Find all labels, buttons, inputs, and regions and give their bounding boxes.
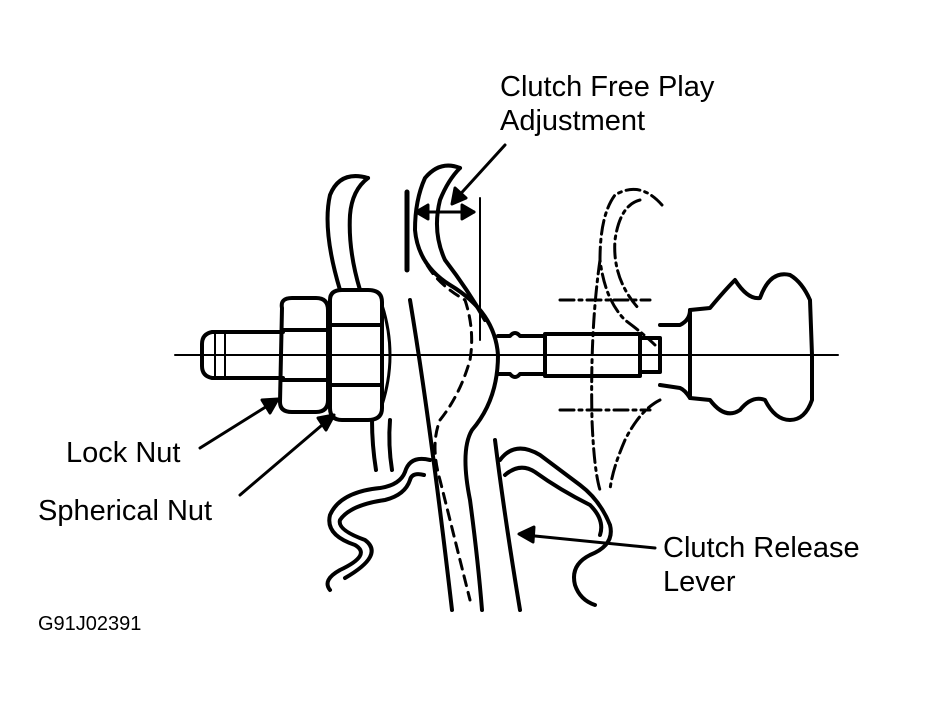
free-play-dimension-arrow [414,203,476,221]
left-bracket [325,174,394,472]
right-spring [498,446,613,607]
lock-nut-arrow [198,397,280,450]
lever-dashed-position [418,248,474,602]
release-lever-arrow [517,525,657,550]
spherical-nut-shape [328,288,392,422]
rubber-boot [638,272,814,422]
free-play-label-line2: Adjustment [500,105,646,137]
spherical-nut-label: Spherical Nut [38,495,213,527]
figure-code: G91J02391 [38,613,142,635]
free-play-label-line1: Clutch Free Play [500,71,715,103]
free-play-leader-arrow [450,143,507,206]
threaded-rod-end [200,330,285,380]
release-lever-label-line1: Clutch Release [663,532,860,564]
release-lever-label-line2: Lever [663,566,736,598]
phantom-bracket [558,187,664,492]
lock-nut-label: Lock Nut [66,437,181,469]
release-lever-shape [408,163,522,612]
spring-clip [325,456,432,592]
spherical-nut-arrow [238,413,336,497]
